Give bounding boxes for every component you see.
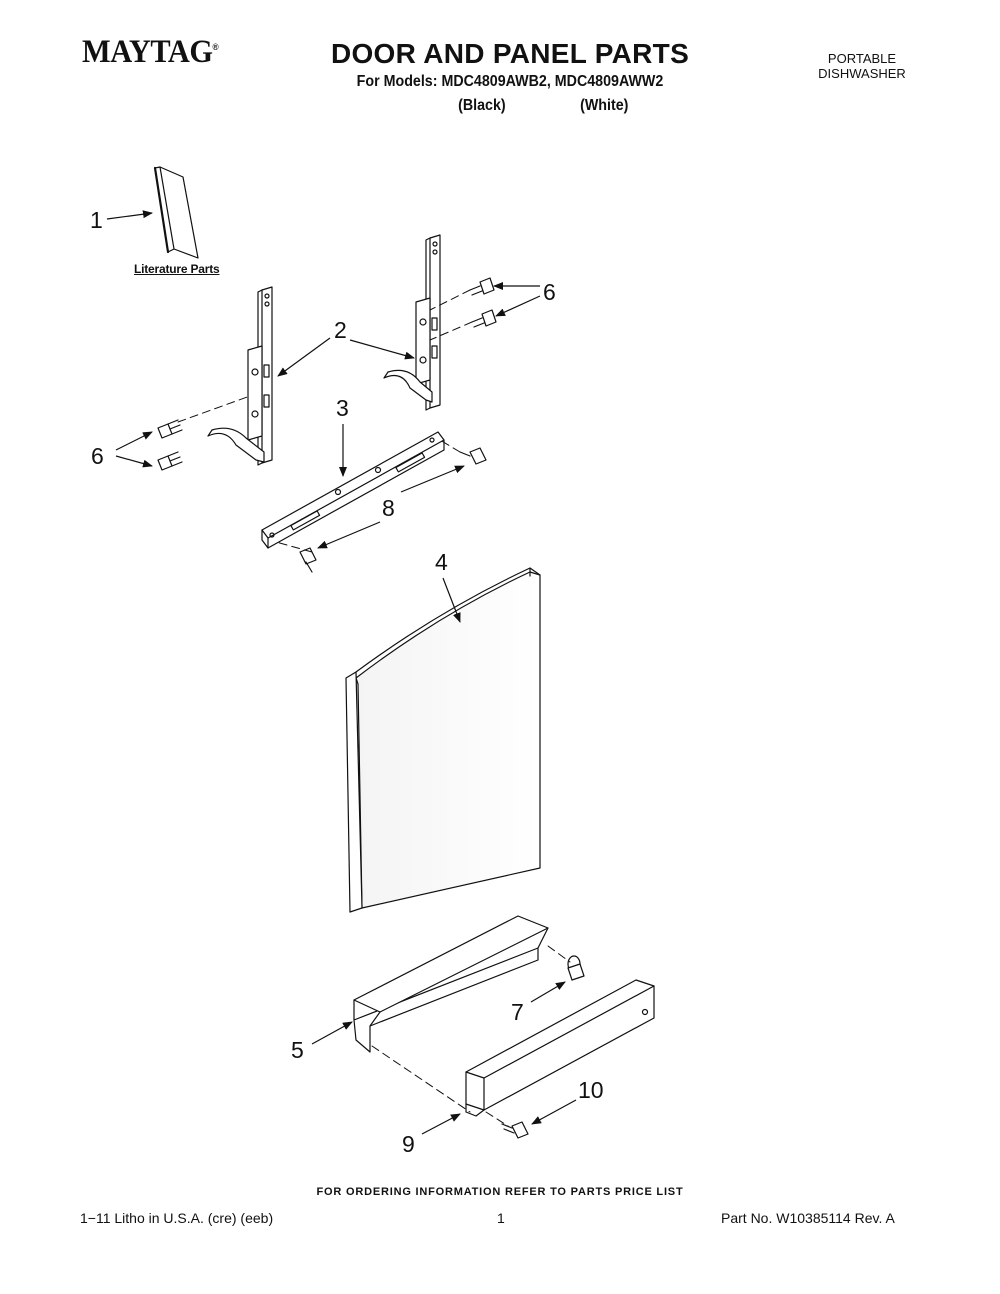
product-type-line2: DISHWASHER — [818, 66, 906, 81]
callout-5: 5 — [291, 1037, 304, 1063]
brand-name: MAYTAG — [82, 34, 213, 70]
assembly-lines — [177, 289, 571, 1127]
literature-parts-label: Literature Parts — [134, 262, 220, 276]
variant-white: (White) — [580, 97, 629, 114]
callout-3: 3 — [336, 395, 349, 421]
callout-2: 2 — [334, 317, 347, 343]
callout-1: 1 — [90, 207, 103, 233]
product-type: PORTABLE DISHWASHER — [800, 51, 924, 81]
callout-8: 8 — [382, 495, 395, 521]
screw-part — [299, 547, 317, 573]
screw-part — [157, 451, 183, 471]
ordering-note: FOR ORDERING INFORMATION REFER TO PARTS … — [316, 1186, 684, 1198]
callout-4: 4 — [435, 549, 448, 575]
screw-part — [471, 309, 497, 328]
callout-9: 9 — [402, 1131, 415, 1157]
page-title: DOOR AND PANEL PARTS — [330, 38, 690, 69]
callout-6-left: 6 — [91, 443, 104, 469]
leader-lines — [106, 210, 577, 1135]
toe-panel-part — [353, 915, 549, 1053]
maytag-logo: MAYTAG® — [82, 34, 219, 71]
screw-part — [469, 277, 495, 296]
left-hinge-bracket-part — [207, 286, 273, 466]
door-panel-part — [345, 567, 541, 913]
screw-part — [501, 1121, 529, 1139]
screw-part — [459, 447, 487, 465]
variant-black: (Black) — [458, 97, 506, 114]
litho-info: 1−11 Litho in U.S.A. (cre) (eeb) — [80, 1210, 274, 1226]
callout-6-right: 6 — [543, 279, 556, 305]
bottom-trim-part — [465, 979, 655, 1117]
cross-brace-part — [261, 431, 445, 549]
page-number: 1 — [497, 1210, 505, 1226]
clip-part — [567, 955, 585, 981]
models-line: For Models: MDC4809AWB2, MDC4809AWW2 — [356, 73, 664, 90]
right-hinge-bracket-part — [383, 234, 441, 411]
screw-part — [157, 419, 183, 439]
part-number: Part No. W10385114 Rev. A — [721, 1210, 895, 1226]
literature-book-part — [153, 166, 199, 259]
product-type-line1: PORTABLE — [827, 51, 897, 66]
registered-mark-icon: ® — [212, 42, 219, 52]
callout-7: 7 — [511, 999, 524, 1025]
callout-10: 10 — [578, 1077, 604, 1103]
